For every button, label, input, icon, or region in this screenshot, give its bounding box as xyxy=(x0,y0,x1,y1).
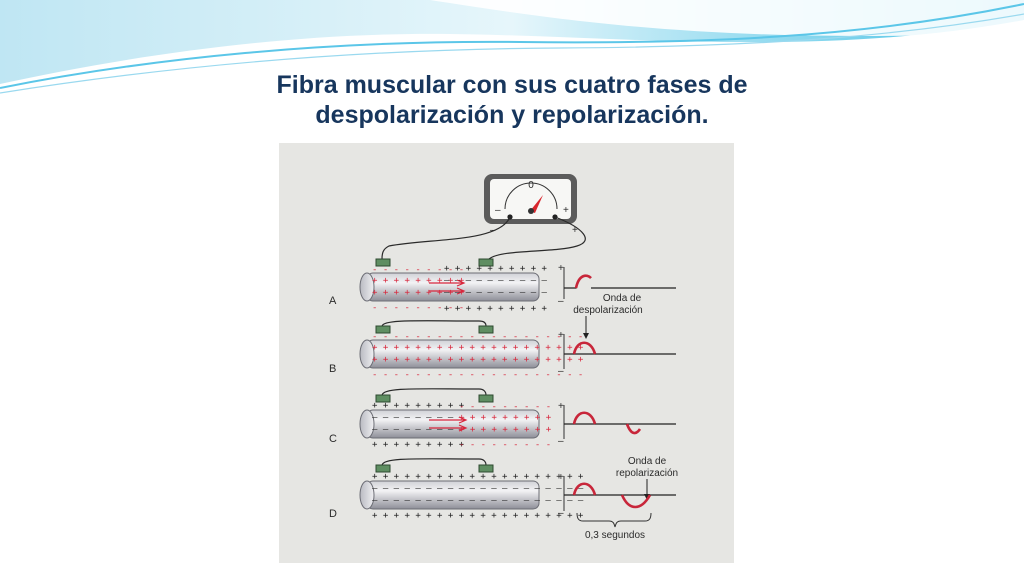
repolarization-label-line-1: Onda de xyxy=(628,456,667,467)
axis-minus-c: – xyxy=(558,436,564,447)
meter-face xyxy=(490,179,571,219)
fiber-inner-plus-low-c: + + + + + + + + + xyxy=(459,425,552,435)
axis-plus-d: + xyxy=(558,472,564,483)
fiber-bottom-charges-c: - - - - - - - - - xyxy=(459,440,551,450)
axis-minus-a: – xyxy=(558,296,564,307)
meter-scale xyxy=(504,182,558,210)
fiber-inner-plus-c: + + + + + + + + + xyxy=(459,413,552,423)
lead-wire-b xyxy=(381,320,487,327)
fiber-top-plus-a: + + + + + + + + + + xyxy=(444,264,548,274)
trace-wave-a xyxy=(574,274,592,289)
slide-title: Fibra muscular con sus cuatro fases de d… xyxy=(0,70,1024,130)
trace-wave-d-depolarization xyxy=(572,482,597,496)
propagation-arrows-c xyxy=(429,416,468,432)
fiber-inner-minus-d: – – – – – – – – – – – – – – – – – – – – xyxy=(372,484,584,494)
fiber-bottom-plus-c: + + + + + + + + + xyxy=(372,440,465,450)
phase-a: A - - - - - - - - - + + + + + + + + + + … xyxy=(329,258,676,314)
depolarization-label-line-2: despolarización xyxy=(573,305,643,316)
fiber-inner-minus-c: – – – – – – – – – xyxy=(372,413,465,423)
phase-label-c: C xyxy=(329,433,337,445)
electrode-left-d xyxy=(375,464,391,473)
electrode-left-b xyxy=(375,325,391,334)
electrode-left-a xyxy=(375,258,391,267)
fiber-top-charges-b: - - - - - - - - - - - - - - - - - - - - xyxy=(372,332,583,342)
phase-b: B - - - - - - - - - - - - - - - - - - - … xyxy=(329,320,676,380)
phase-label-d: D xyxy=(329,508,337,520)
fiber-bottom-charges-a: - - - - - - - - - xyxy=(372,303,464,313)
fiber-end-b xyxy=(359,339,375,369)
axis-plus-b: + xyxy=(558,330,564,341)
muscle-fiber-diagram: 0 – + – + A - - - - - - - - - + + + + + … xyxy=(279,143,734,563)
electrode-right-a xyxy=(478,258,494,267)
electrode-right-c xyxy=(478,394,494,403)
fiber-inner-plus-a: + + + + + + + + + xyxy=(372,276,465,286)
depolarization-label-line-1: Onda de xyxy=(603,293,642,304)
lead-wire-right xyxy=(488,216,586,260)
phase-label-b: B xyxy=(329,363,336,375)
fiber-top-plus-d: + + + + + + + + + + + + + + + + + + + + xyxy=(372,472,584,482)
lead-wire-c xyxy=(381,388,487,396)
fiber-top-charges-a: - - - - - - - - - xyxy=(372,265,464,275)
fiber-inner-plus-low-a: + + + + + + + + + xyxy=(372,288,465,298)
trace-wave-c-repolarization xyxy=(625,423,642,435)
wave-line-1 xyxy=(0,3,1024,89)
fiber-bottom-plus-d: + + + + + + + + + + + + + + + + + + + + xyxy=(372,511,584,521)
axis-plus-c: + xyxy=(558,401,564,412)
title-line-1: Fibra muscular con sus cuatro fases de xyxy=(276,71,748,99)
decorative-wave-header xyxy=(0,0,1024,94)
axis-minus-b: – xyxy=(558,366,564,377)
fiber-inner-minus-low-c: – – – – – – – – – xyxy=(372,425,465,435)
fiber-inner-plus-b: + + + + + + + + + + + + + + + + + + + + xyxy=(372,343,584,353)
trace-wave-b xyxy=(572,341,597,355)
meter-zero-label: 0 xyxy=(528,180,534,191)
electrode-right-b xyxy=(478,325,494,334)
trace-wave-d-repolarization xyxy=(620,494,652,509)
fiber-inner-minus-low-a: – – – – – – – – – – xyxy=(444,288,548,298)
title-line-2: despolarización y repolarización. xyxy=(315,101,709,129)
electrode-left-c xyxy=(375,394,391,403)
fiber-bottom-plus-a: + + + + + + + + + + xyxy=(444,304,548,314)
fiber-end-a xyxy=(359,272,375,302)
propagation-arrows-a xyxy=(429,279,466,295)
meter-needle xyxy=(530,195,543,213)
duration-label: 0,3 segundos xyxy=(585,530,645,541)
fiber-inner-minus-low-d: – – – – – – – – – – – – – – – – – – – – xyxy=(372,496,584,506)
fiber-top-plus-c: + + + + + + + + + xyxy=(372,401,465,411)
fiber-end-c xyxy=(359,409,375,439)
fiber-bottom-charges-b: - - - - - - - - - - - - - - - - - - - - xyxy=(372,370,583,380)
lead-wire-left xyxy=(381,216,511,260)
meter-minus-label: – xyxy=(495,205,501,216)
meter-terminal-plus-label: + xyxy=(572,225,578,236)
wave-line-2 xyxy=(0,13,1024,94)
phase-d: D + + + + + + + + + + + + + + + + + + + … xyxy=(329,458,676,541)
meter-pivot xyxy=(528,208,534,214)
galvanometer: 0 – + – + xyxy=(381,174,586,260)
fiber-inner-minus-a: – – – – – – – – – – xyxy=(444,276,548,286)
phase-c: C + + + + + + + + + - - - - - - - - - – … xyxy=(329,388,676,450)
axis-minus-d: – xyxy=(558,508,564,519)
lead-wire-d xyxy=(381,458,487,466)
repolarization-label-line-2: repolarización xyxy=(616,468,678,479)
axis-plus-a: + xyxy=(558,263,564,274)
fiber-end-d xyxy=(359,480,375,510)
fiber-inner-plus-low-b: + + + + + + + + + + + + + + + + + + + + xyxy=(372,355,584,365)
phase-label-a: A xyxy=(329,295,337,307)
meter-plus-label: + xyxy=(563,205,569,216)
fiber-top-charges-c: - - - - - - - - - xyxy=(459,402,551,412)
trace-wave-c-depolarization xyxy=(572,411,597,425)
electrode-right-d xyxy=(478,464,494,473)
duration-brace xyxy=(576,512,652,528)
